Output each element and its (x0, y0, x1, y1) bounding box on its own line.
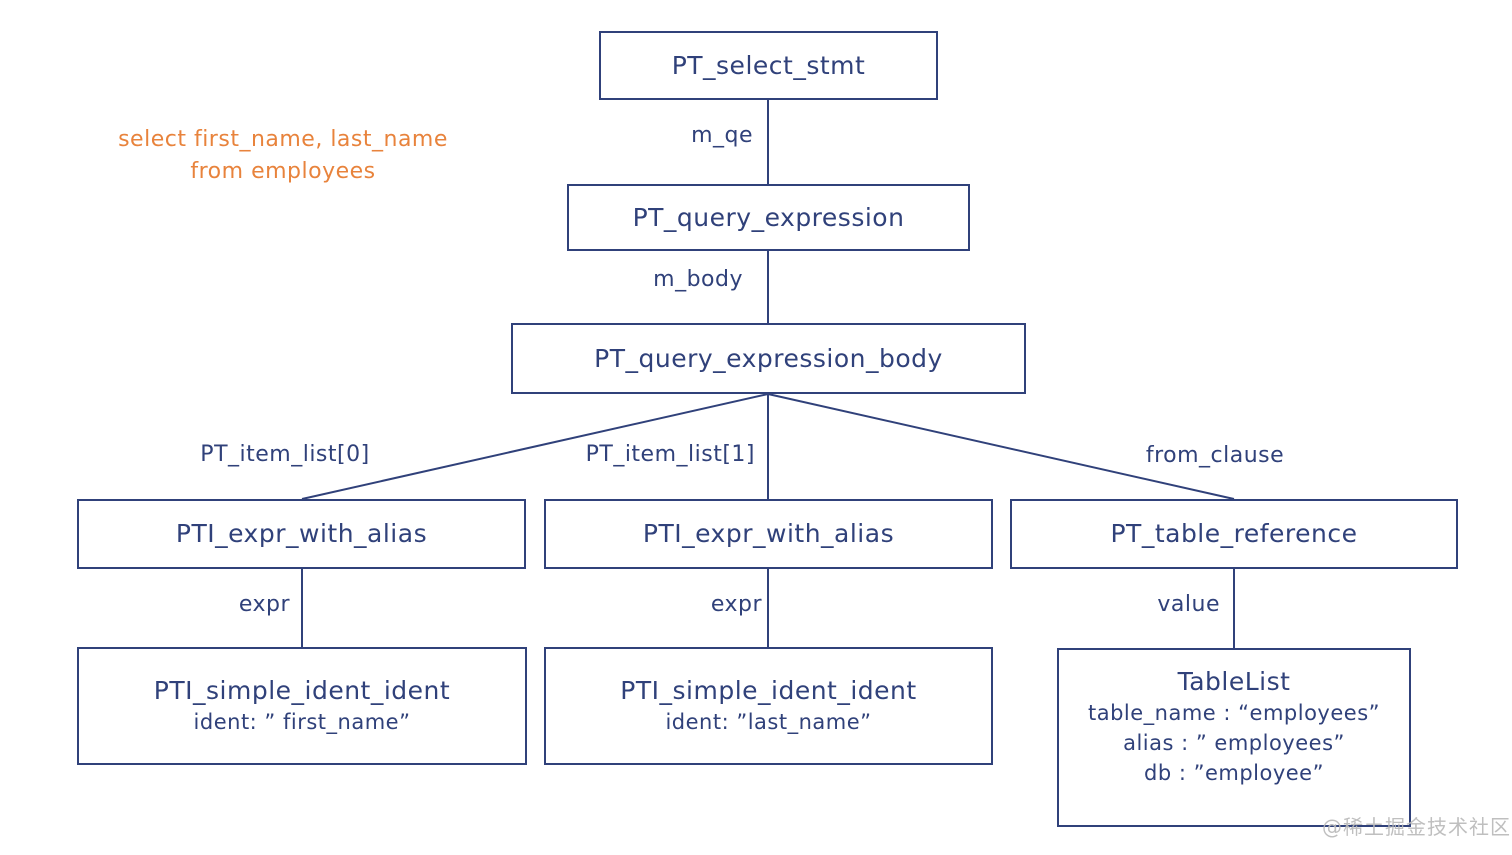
node-label: PTI_simple_ident_ident (620, 676, 917, 705)
sql-annotation: select first_name, last_name from employ… (100, 124, 466, 188)
node-detail: ident: ”last_name” (665, 710, 872, 734)
node-tablelist: TableList table_name : “employees” alias… (1057, 648, 1411, 827)
node-pt-table-reference: PT_table_reference (1010, 499, 1458, 569)
node-label: PTI_expr_with_alias (175, 519, 428, 548)
node-label: PT_query_expression (632, 202, 905, 232)
node-label: TableList (1177, 667, 1291, 696)
node-pti-expr-with-alias-0: PTI_expr_with_alias (77, 499, 526, 569)
edge-label-expr-0: expr (238, 592, 290, 617)
node-pt-query-expression: PT_query_expression (567, 184, 970, 251)
edge-label-item-list-1: PT_item_list[1] (585, 442, 755, 467)
edge-line-from-clause (767, 393, 1235, 500)
sql-annotation-line1: select first_name, last_name (118, 127, 448, 152)
node-pti-simple-ident-1: PTI_simple_ident_ident ident: ”last_name… (544, 647, 993, 765)
edge-label-m-body: m_body (653, 267, 743, 292)
node-pti-simple-ident-0: PTI_simple_ident_ident ident: ” first_na… (77, 647, 527, 765)
tablelist-row-alias: alias : ” employees” (1123, 731, 1345, 755)
edge-label-from-clause: from_clause (1145, 443, 1285, 468)
node-label: PT_query_expression_body (594, 343, 943, 373)
node-label: PT_table_reference (1110, 519, 1358, 548)
edge-label-item-list-0: PT_item_list[0] (200, 442, 370, 467)
tablelist-row-table-name: table_name : “employees” (1087, 701, 1381, 725)
edge-label-m-qe: m_qe (691, 123, 753, 148)
node-pti-expr-with-alias-1: PTI_expr_with_alias (544, 499, 993, 569)
node-label: PTI_expr_with_alias (642, 519, 895, 548)
watermark: @稀土掘金技术社区 (1322, 815, 1511, 839)
node-label: PTI_simple_ident_ident (153, 676, 451, 705)
node-pt-select-stmt: PT_select_stmt (599, 31, 938, 100)
edge-label-value: value (1157, 592, 1220, 617)
edge-line-item-list-0 (301, 393, 769, 500)
node-label: PT_select_stmt (671, 50, 866, 80)
edge-label-expr-1: expr (710, 592, 762, 617)
node-pt-query-expression-body: PT_query_expression_body (511, 323, 1026, 394)
sql-annotation-line2: from employees (190, 159, 376, 184)
tablelist-row-db: db : ”employee” (1143, 761, 1324, 785)
node-detail: ident: ” first_name” (193, 710, 411, 734)
